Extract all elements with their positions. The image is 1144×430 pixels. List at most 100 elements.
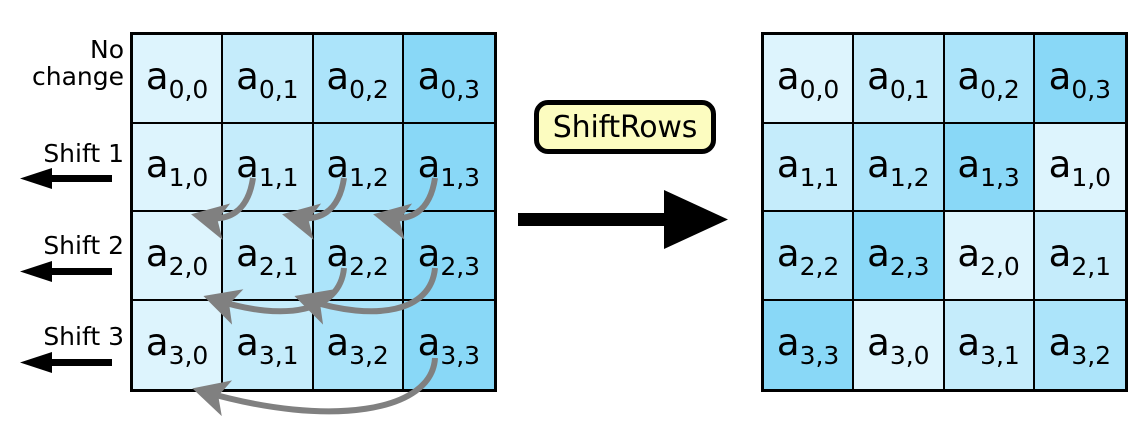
cell-base: a bbox=[867, 54, 890, 98]
cell-base: a bbox=[326, 231, 350, 275]
cell-subscript: 1,0 bbox=[1071, 163, 1112, 193]
cell-base: a bbox=[236, 143, 259, 187]
cell-base: a bbox=[1048, 54, 1072, 98]
cell-subscript: 2,2 bbox=[799, 251, 840, 281]
cell-subscript: 2,3 bbox=[889, 251, 930, 281]
cell-base: a bbox=[417, 321, 441, 365]
cell-subscript: 0,0 bbox=[168, 74, 209, 104]
cell-base: a bbox=[145, 231, 169, 275]
cell-subscript: 0,1 bbox=[889, 74, 930, 104]
cell-base: a bbox=[1048, 143, 1072, 187]
cell-subscript: 3,0 bbox=[889, 341, 930, 371]
cell-subscript: 3,3 bbox=[440, 341, 481, 371]
row-label-3: Shift 3 bbox=[43, 322, 124, 351]
cell-base: a bbox=[867, 321, 890, 365]
cell-subscript: 3,1 bbox=[980, 341, 1020, 371]
cell-base: a bbox=[236, 231, 259, 275]
cell-subscript: 3,1 bbox=[258, 341, 299, 371]
cell-subscript: 0,1 bbox=[258, 74, 299, 104]
cell-base: a bbox=[145, 54, 169, 98]
cell-base: a bbox=[417, 54, 441, 98]
cell-base: a bbox=[145, 321, 169, 365]
transform-right-arrow-icon bbox=[518, 190, 728, 249]
row-label-0: No change bbox=[31, 35, 124, 91]
cell-subscript: 0,3 bbox=[1071, 74, 1112, 104]
cell-subscript: 1,1 bbox=[799, 163, 840, 193]
cell-subscript: 0,3 bbox=[440, 74, 481, 104]
cell-base: a bbox=[957, 321, 981, 365]
cell-subscript: 3,2 bbox=[349, 341, 389, 371]
cell-base: a bbox=[145, 143, 169, 187]
row-label-2: Shift 2 bbox=[43, 231, 124, 260]
cell-base: a bbox=[1048, 321, 1072, 365]
cell-base: a bbox=[957, 143, 981, 187]
shift-3-left-arrow-icon bbox=[20, 352, 112, 373]
cell-base: a bbox=[776, 143, 800, 187]
cell-base: a bbox=[867, 231, 890, 275]
cell-subscript: 1,0 bbox=[168, 163, 209, 193]
cell-base: a bbox=[776, 231, 800, 275]
cell-subscript: 1,2 bbox=[349, 163, 389, 193]
cell-base: a bbox=[326, 54, 350, 98]
cell-base: a bbox=[236, 54, 259, 98]
cell-subscript: 1,3 bbox=[980, 163, 1020, 193]
cell-subscript: 2,3 bbox=[440, 251, 481, 281]
shift-2-left-arrow-icon bbox=[20, 261, 112, 282]
cell-subscript: 0,2 bbox=[980, 74, 1020, 104]
cell-subscript: 3,0 bbox=[168, 341, 209, 371]
cell-subscript: 2,0 bbox=[980, 251, 1020, 281]
cell-base: a bbox=[957, 54, 981, 98]
cell-subscript: 2,1 bbox=[1071, 251, 1112, 281]
shiftrows-operation-label: ShiftRows bbox=[552, 109, 698, 145]
cell-base: a bbox=[236, 321, 259, 365]
